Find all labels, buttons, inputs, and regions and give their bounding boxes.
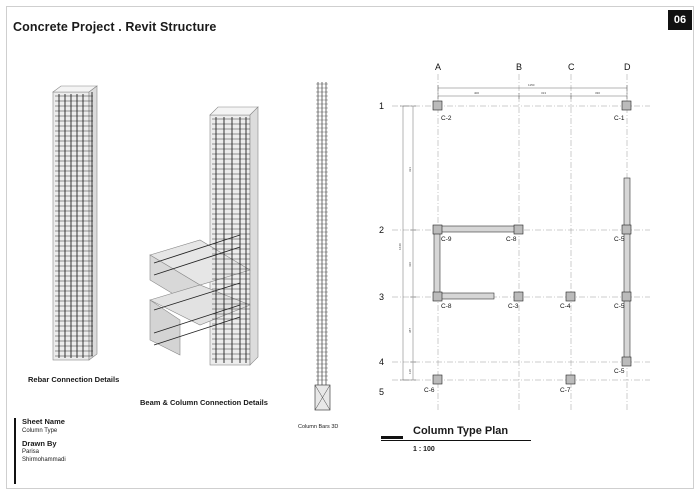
- grid-label-3: 3: [379, 292, 384, 302]
- plan-title-bar: [381, 436, 403, 439]
- column-label: C-9: [441, 236, 452, 243]
- column-label: C-5: [614, 368, 625, 375]
- column-label: C-8: [441, 303, 452, 310]
- column-label: C-7: [560, 387, 571, 394]
- drawn-by-line1: Parisa: [22, 449, 40, 455]
- dim-side-45: 118: [408, 369, 412, 374]
- dim-side-23: 410: [408, 262, 412, 267]
- title-block: Sheet Name Column Type Drawn By Parisa S…: [14, 418, 110, 484]
- column-label: C-1: [614, 115, 625, 122]
- sheet-frame: [6, 6, 694, 489]
- drawn-by-line2: Shirmohammadi: [22, 457, 66, 463]
- column-label: C-3: [508, 303, 519, 310]
- plan-title: Column Type Plan: [413, 425, 509, 437]
- grid-label-b: B: [516, 62, 522, 72]
- dim-side-12: 331: [408, 167, 412, 172]
- column-label: C-8: [506, 236, 517, 243]
- column-label: C-5: [614, 236, 625, 243]
- page-title: Concrete Project . Revit Structure: [13, 20, 217, 34]
- column-label: C-2: [441, 115, 452, 122]
- rebar-connection-drawing: [52, 85, 98, 361]
- grid-label-a: A: [435, 62, 441, 72]
- grid-label-d: D: [624, 62, 631, 72]
- sheet-name-label: Sheet Name: [22, 417, 65, 426]
- grid-label-4: 4: [379, 357, 384, 367]
- sheet-number-badge: 06: [668, 10, 692, 30]
- dim-top-cd: 330: [595, 91, 600, 95]
- grid-label-2: 2: [379, 225, 384, 235]
- drawn-by-label: Drawn By: [22, 438, 57, 448]
- grid-label-1: 1: [379, 101, 384, 111]
- grid-label-c: C: [568, 62, 575, 72]
- plan-scale: 1 : 100: [413, 446, 435, 453]
- column-label: C-5: [614, 303, 625, 310]
- dim-top-bc: 313: [541, 91, 546, 95]
- caption-beam-column: Beam & Column Connection Details: [140, 398, 268, 407]
- dim-side-34: 387: [408, 328, 412, 333]
- caption-rebar: Rebar Connection Details: [28, 375, 120, 384]
- column-label: C-6: [424, 387, 435, 394]
- sheet-name-value: Column Type: [22, 427, 58, 434]
- dim-top-total: 1150: [528, 83, 535, 87]
- column-bars-3d-drawing: [314, 82, 331, 411]
- plan-title-underline: [381, 440, 531, 441]
- dim-top-ab: 400: [474, 91, 479, 95]
- dim-side-total: 1640: [398, 243, 402, 250]
- caption-column-bars: Column Bars 3D: [298, 424, 339, 430]
- column-label: C-4: [560, 303, 571, 310]
- grid-label-5: 5: [379, 387, 384, 397]
- beam-column-connection-drawing: [149, 106, 259, 366]
